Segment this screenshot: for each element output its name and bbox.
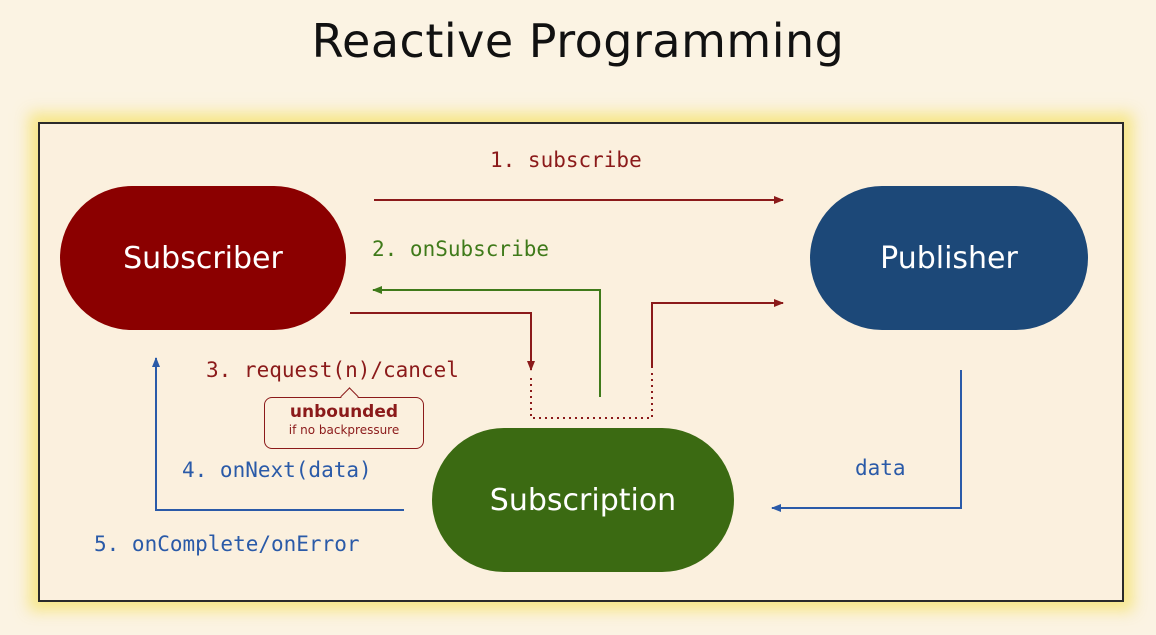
note-subtitle: if no backpressure [288,423,400,437]
subscription-node: Subscription [432,428,734,572]
label-on-complete: 5. onComplete/onError [94,532,360,556]
backpressure-note: unbounded if no backpressure [264,397,424,449]
label-data: data [855,456,906,480]
label-subscribe: 1. subscribe [490,148,642,172]
arrow-on-subscribe [372,286,601,397]
subscriber-node: Subscriber [60,186,346,330]
arrow-request-forward [651,299,784,368]
arrow-request [350,312,535,371]
page-title: Reactive Programming [311,14,845,68]
label-request: 3. request(n)/cancel [206,358,459,382]
label-on-next: 4. onNext(data) [182,458,372,482]
note-title: unbounded [289,402,399,422]
publisher-node: Publisher [810,186,1088,330]
dotted-connector [530,372,653,419]
label-on-subscribe: 2. onSubscribe [372,237,550,261]
arrow-data [771,370,962,512]
arrow-on-next [152,357,404,511]
